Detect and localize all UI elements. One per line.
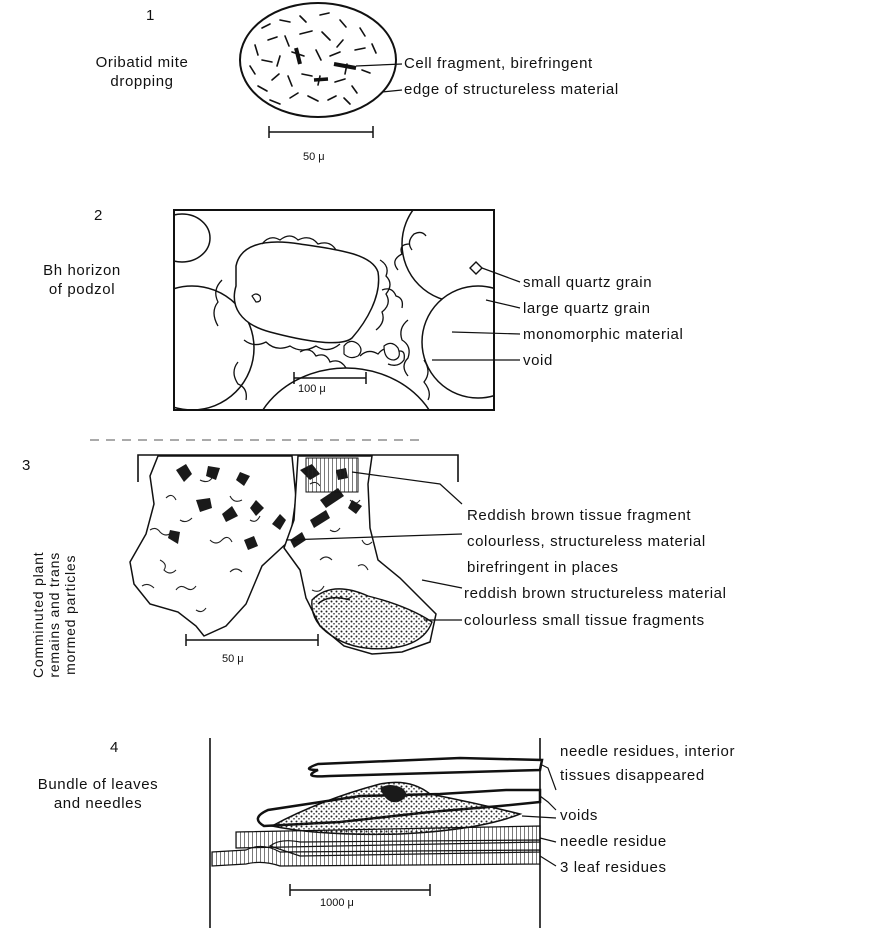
label-cell-fragment: Cell fragment, birefringent: [404, 56, 593, 71]
panel-1-title-line-1: Oribatid mite: [72, 54, 212, 73]
panel-1-title: Oribatid mite dropping: [72, 54, 212, 92]
particle-mass-left: [130, 456, 296, 636]
label-monomorphic-material: monomorphic material: [523, 327, 683, 342]
label-small-quartz-grain: small quartz grain: [523, 275, 652, 290]
panel-3-title-line-1: Comminuted plant: [30, 552, 46, 678]
label-edge-structureless: edge of structureless material: [404, 82, 619, 97]
panel-3-title-line-3: mormed particles: [62, 552, 78, 678]
label-birefringent-in-places: birefringent in places: [467, 560, 619, 575]
label-needle-residue: needle residue: [560, 834, 667, 849]
label-large-quartz-grain: large quartz grain: [523, 301, 651, 316]
panel-4-title: Bundle of leaves and needles: [16, 776, 180, 814]
label-void: void: [523, 353, 553, 368]
label-reddish-brown-tissue: Reddish brown tissue fragment: [467, 508, 691, 523]
panel-3-figure: [90, 440, 462, 654]
needle-residue-upper: [309, 758, 542, 776]
panel-4-number: 4: [110, 740, 118, 755]
panel-1-title-line-2: dropping: [72, 73, 212, 92]
panel-4-title-line-1: Bundle of leaves: [16, 776, 180, 795]
label-3-leaf-residues: 3 leaf residues: [560, 860, 667, 875]
panel-4-title-line-2: and needles: [16, 795, 180, 814]
panel-3-number: 3: [22, 458, 30, 473]
scale-label-1: 50 μ: [303, 152, 325, 163]
panel-2-title-line-2: of podzol: [20, 281, 144, 300]
panel-4-figure: [210, 738, 556, 928]
scale-bar-1: [269, 126, 373, 138]
label-colourless-structureless: colourless, structureless material: [467, 534, 706, 549]
panel-3-title-line-2: remains and trans: [46, 552, 62, 678]
scale-label-4: 1000 μ: [320, 898, 354, 909]
label-reddish-brown-structureless: reddish brown structureless material: [464, 586, 727, 601]
panel-1-number: 1: [146, 8, 154, 23]
panel-2-title: Bh horizon of podzol: [20, 262, 144, 300]
scale-label-2: 100 μ: [298, 384, 326, 395]
panel-3-title: Comminuted plant remains and trans morme…: [30, 552, 78, 678]
label-voids: voids: [560, 808, 598, 823]
mite-dropping-fragments: [250, 13, 376, 104]
scale-bar-4: [290, 884, 430, 896]
label-tissues-disappeared: tissues disappeared: [560, 768, 705, 783]
label-needle-residues-interior: needle residues, interior: [560, 744, 735, 759]
panel-2-title-line-1: Bh horizon: [20, 262, 144, 281]
scale-label-3: 50 μ: [222, 654, 244, 665]
tissue-fragment-top: [306, 458, 358, 492]
panel-2-number: 2: [94, 208, 102, 223]
cell-fragment-mark: [334, 64, 356, 68]
panel-1-figure: [240, 3, 402, 138]
label-colourless-tissue-fragments: colourless small tissue fragments: [464, 613, 705, 628]
